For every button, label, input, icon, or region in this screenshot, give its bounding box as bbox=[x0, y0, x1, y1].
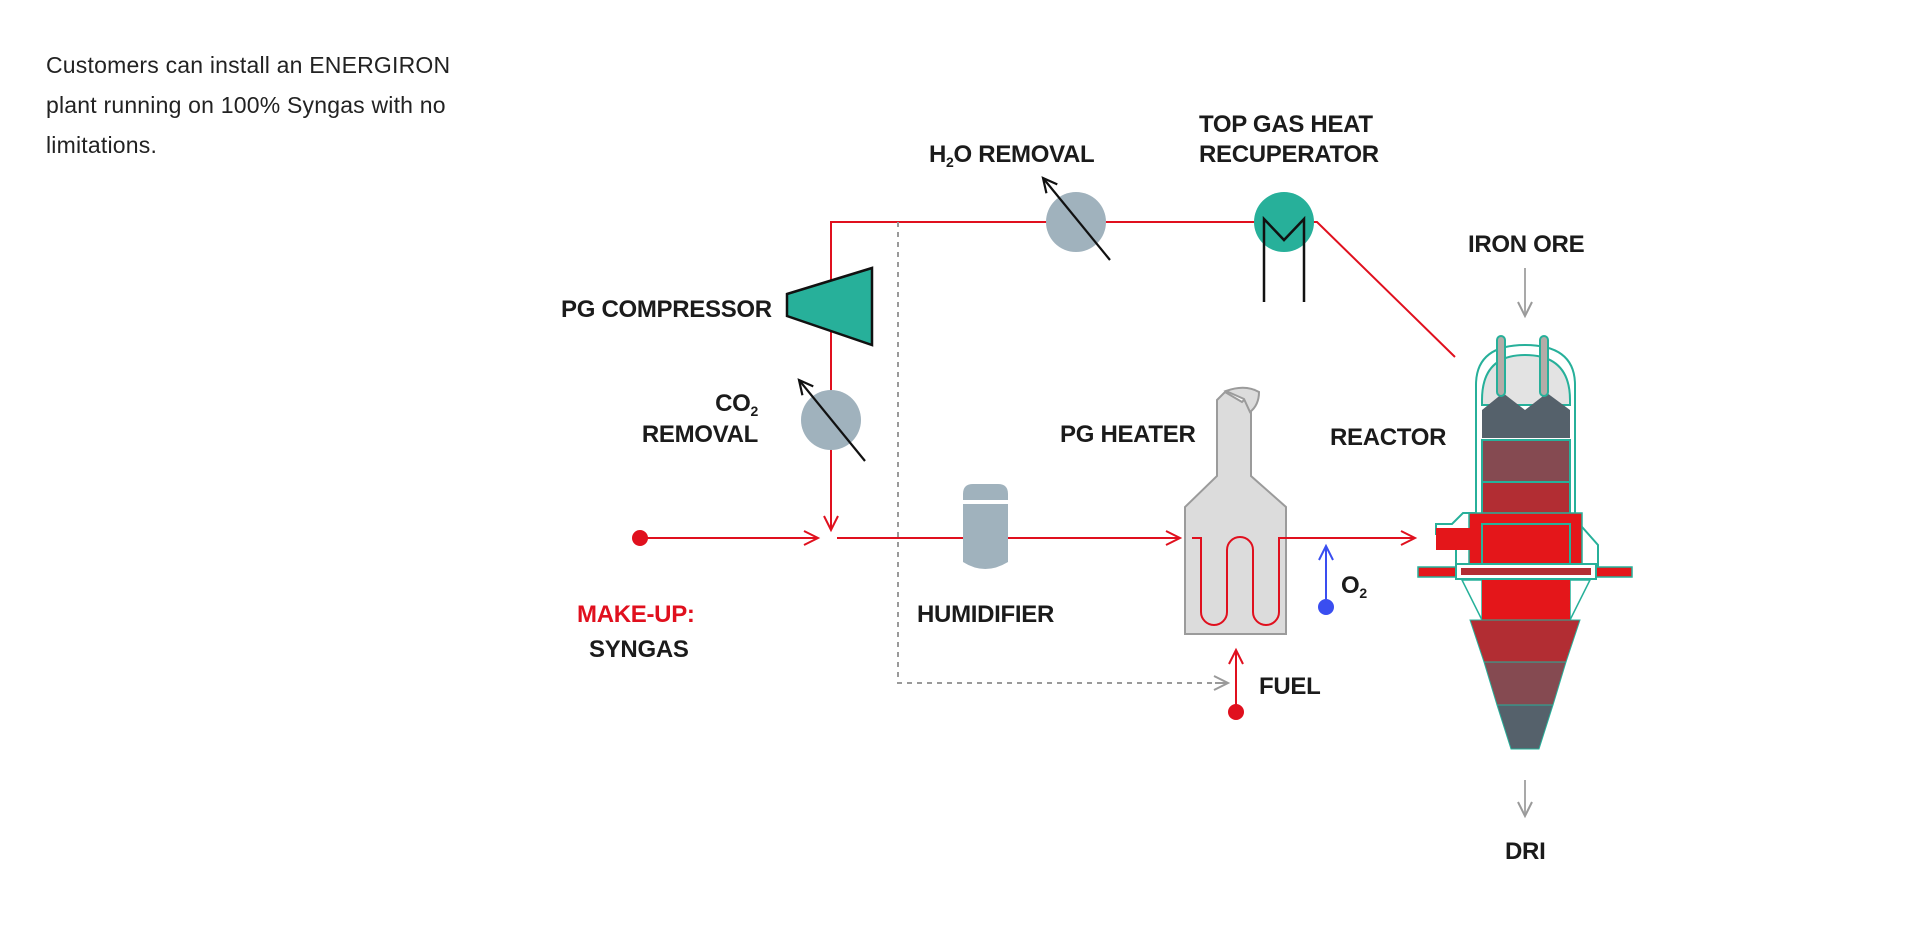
pg-heater-label: PG HEATER bbox=[1060, 421, 1196, 448]
intro-text: Customers can install an ENERGIRON plant… bbox=[46, 45, 486, 165]
gas-piping bbox=[632, 221, 1456, 546]
top-gas-label-line2: RECUPERATOR bbox=[1199, 141, 1379, 168]
o2-label: O2 bbox=[1341, 572, 1367, 601]
humidifier-icon bbox=[963, 484, 1008, 569]
fuel-label: FUEL bbox=[1259, 673, 1320, 700]
dri-label: DRI bbox=[1505, 838, 1545, 865]
h2o-removal-icon bbox=[1041, 176, 1111, 261]
heat-recuperator-icon bbox=[1254, 192, 1314, 302]
make-up-label: MAKE-UP: bbox=[577, 601, 695, 628]
o2-injection bbox=[1318, 543, 1334, 615]
reactor-label: REACTOR bbox=[1330, 424, 1446, 451]
recycle-line bbox=[830, 221, 1456, 530]
pg-heater-icon bbox=[1184, 386, 1288, 635]
syngas-label: SYNGAS bbox=[589, 636, 689, 663]
fuel-injection bbox=[1228, 647, 1244, 720]
intro-line: limitations. bbox=[46, 132, 158, 158]
iron-ore-label: IRON ORE bbox=[1468, 231, 1585, 258]
reactor-icon bbox=[1417, 335, 1633, 750]
intro-line: Customers can install an ENERGIRON bbox=[46, 52, 451, 78]
pg-compressor-icon bbox=[785, 266, 874, 347]
humidifier-label: HUMIDIFIER bbox=[917, 601, 1054, 628]
co2-label-line1: CO2 bbox=[715, 390, 758, 419]
h2o-removal-label: H2O REMOVAL bbox=[929, 141, 1094, 170]
fuel-bypass-dashed-line bbox=[897, 222, 1224, 684]
intro-line: plant running on 100% Syngas with no bbox=[46, 92, 446, 118]
pg-compressor-label: PG COMPRESSOR bbox=[561, 296, 772, 323]
co2-removal-icon bbox=[797, 378, 866, 462]
top-gas-label-line1: TOP GAS HEAT bbox=[1199, 111, 1373, 138]
co2-label-line2: REMOVAL bbox=[642, 421, 758, 448]
